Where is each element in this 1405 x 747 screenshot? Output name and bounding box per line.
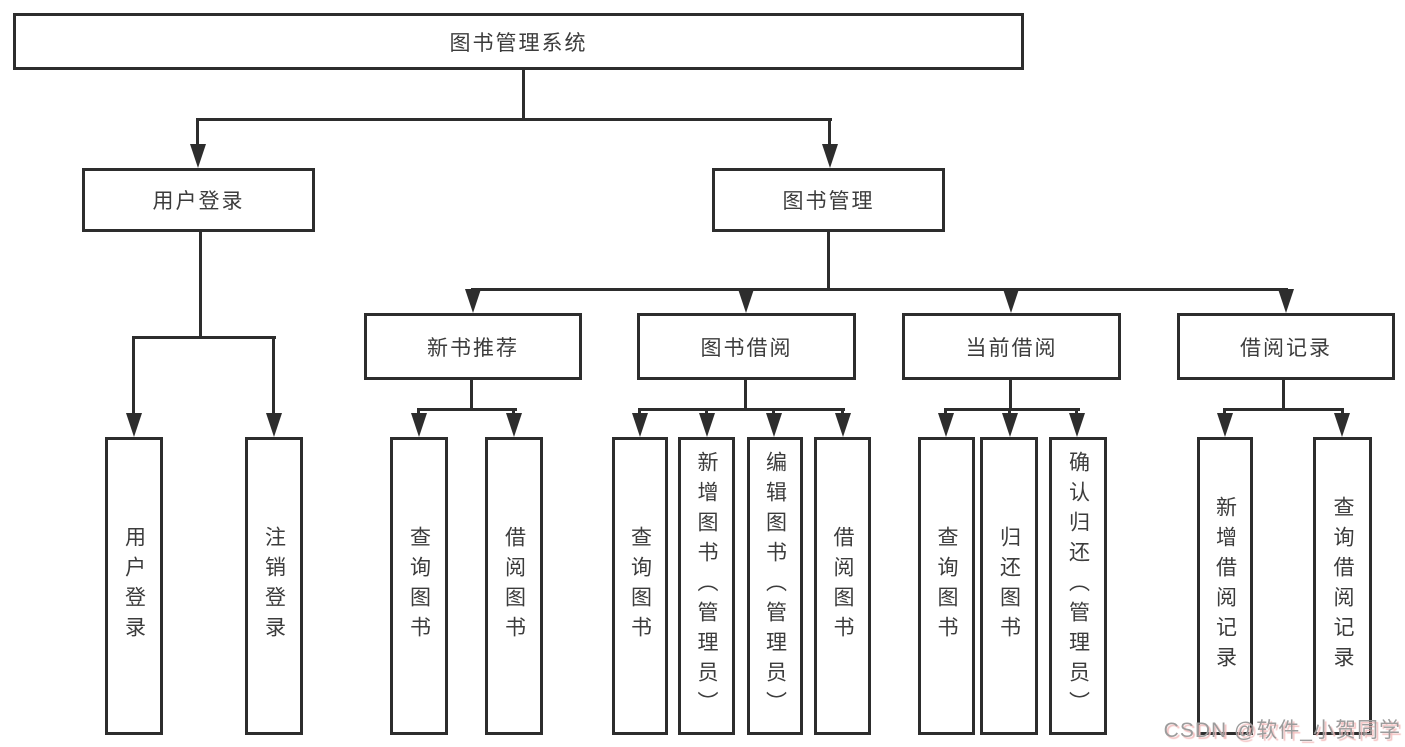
leaf-borrowing-query: 查询图书 bbox=[612, 437, 668, 735]
connector-root-rail bbox=[196, 118, 832, 121]
leaf-current-query: 查询图书 bbox=[918, 437, 975, 735]
arrow-down-icon bbox=[1278, 289, 1294, 313]
node-root-library-system: 图书管理系统 bbox=[13, 13, 1024, 70]
arrow-down-icon bbox=[1002, 413, 1018, 437]
connector-newbooks-rail bbox=[417, 408, 517, 411]
node-book-management-label: 图书管理 bbox=[782, 190, 875, 213]
node-root-label: 图书管理系统 bbox=[449, 31, 588, 55]
arrow-down-icon bbox=[766, 413, 782, 437]
node-book-management: 图书管理 bbox=[712, 168, 945, 232]
leaf-logout: 注销登录 bbox=[245, 437, 303, 735]
arrow-down-icon bbox=[1217, 413, 1233, 437]
connector-borrowing-rail bbox=[638, 408, 845, 411]
leaf-borrowing-query-label: 查询图书 bbox=[628, 526, 652, 646]
arrow-down-icon bbox=[465, 289, 481, 313]
connector-stub bbox=[196, 118, 199, 150]
leaf-confirm-return-admin: 确认归还（管理员） bbox=[1049, 437, 1107, 735]
leaf-newbooks-borrow-label: 借阅图书 bbox=[502, 526, 526, 646]
leaf-add-borrow-record-label: 新增借阅记录 bbox=[1213, 496, 1237, 676]
arrow-down-icon bbox=[411, 413, 427, 437]
leaf-add-book-admin-label: 新增图书（管理员） bbox=[695, 451, 718, 721]
arrow-down-icon bbox=[1334, 413, 1350, 437]
arrow-down-icon bbox=[1003, 289, 1019, 313]
connector-bookmgmt-drop bbox=[827, 232, 830, 291]
leaf-current-query-label: 查询图书 bbox=[935, 526, 958, 646]
leaf-borrowing-borrow: 借阅图书 bbox=[814, 437, 871, 735]
node-book-borrowing-label: 图书借阅 bbox=[700, 336, 793, 360]
arrow-down-icon bbox=[1069, 413, 1085, 437]
arrow-down-icon bbox=[190, 144, 206, 168]
leaf-newbooks-borrow: 借阅图书 bbox=[485, 437, 543, 735]
node-book-borrowing: 图书借阅 bbox=[637, 313, 856, 380]
connector-records-rail bbox=[1223, 408, 1344, 411]
connector-userlogin-drop bbox=[199, 232, 202, 339]
connector-current-rail bbox=[944, 408, 1080, 411]
arrow-down-icon bbox=[938, 413, 954, 437]
arrow-down-icon bbox=[699, 413, 715, 437]
connector-stub bbox=[132, 336, 135, 420]
connector-root-drop bbox=[522, 70, 525, 121]
node-user-login-label: 用户登录 bbox=[152, 190, 245, 213]
arrow-down-icon bbox=[822, 144, 838, 168]
connector-stub bbox=[828, 118, 831, 150]
node-current-borrowing-label: 当前借阅 bbox=[965, 336, 1058, 360]
connector-bookmgmt-rail bbox=[471, 288, 1288, 291]
leaf-newbooks-query: 查询图书 bbox=[390, 437, 448, 735]
leaf-add-borrow-record: 新增借阅记录 bbox=[1197, 437, 1253, 735]
arrow-down-icon bbox=[632, 413, 648, 437]
connector-borrowing-drop bbox=[744, 380, 747, 411]
node-borrow-records-label: 借阅记录 bbox=[1240, 336, 1332, 360]
connector-stub bbox=[272, 336, 275, 420]
leaf-confirm-return-admin-label: 确认归还（管理员） bbox=[1066, 451, 1090, 721]
arrow-down-icon bbox=[506, 413, 522, 437]
node-new-book-recommend: 新书推荐 bbox=[364, 313, 582, 380]
arrow-down-icon bbox=[126, 413, 142, 437]
leaf-query-borrow-record-label: 查询借阅记录 bbox=[1331, 496, 1354, 676]
connector-current-drop bbox=[1009, 380, 1012, 411]
leaf-newbooks-query-label: 查询图书 bbox=[407, 526, 431, 646]
connector-newbooks-drop bbox=[470, 380, 473, 411]
leaf-return-book: 归还图书 bbox=[980, 437, 1038, 735]
leaf-add-book-admin: 新增图书（管理员） bbox=[678, 437, 735, 735]
connector-userlogin-rail bbox=[132, 336, 276, 339]
leaf-edit-book-admin-label: 编辑图书（管理员） bbox=[763, 451, 787, 721]
node-new-book-recommend-label: 新书推荐 bbox=[427, 336, 519, 360]
leaf-user-login-label: 用户登录 bbox=[122, 526, 146, 646]
arrow-down-icon bbox=[266, 413, 282, 437]
arrow-down-icon bbox=[738, 289, 754, 313]
node-user-login: 用户登录 bbox=[82, 168, 315, 232]
leaf-logout-label: 注销登录 bbox=[262, 526, 286, 646]
leaf-borrowing-borrow-label: 借阅图书 bbox=[831, 526, 854, 646]
connector-records-drop bbox=[1282, 380, 1285, 411]
node-borrow-records: 借阅记录 bbox=[1177, 313, 1395, 380]
leaf-return-book-label: 归还图书 bbox=[997, 526, 1021, 646]
leaf-query-borrow-record: 查询借阅记录 bbox=[1313, 437, 1372, 735]
node-current-borrowing: 当前借阅 bbox=[902, 313, 1121, 380]
csdn-watermark: CSDN @软件_小贺同学 bbox=[1163, 719, 1401, 742]
arrow-down-icon bbox=[835, 413, 851, 437]
leaf-edit-book-admin: 编辑图书（管理员） bbox=[747, 437, 803, 735]
leaf-user-login: 用户登录 bbox=[105, 437, 163, 735]
